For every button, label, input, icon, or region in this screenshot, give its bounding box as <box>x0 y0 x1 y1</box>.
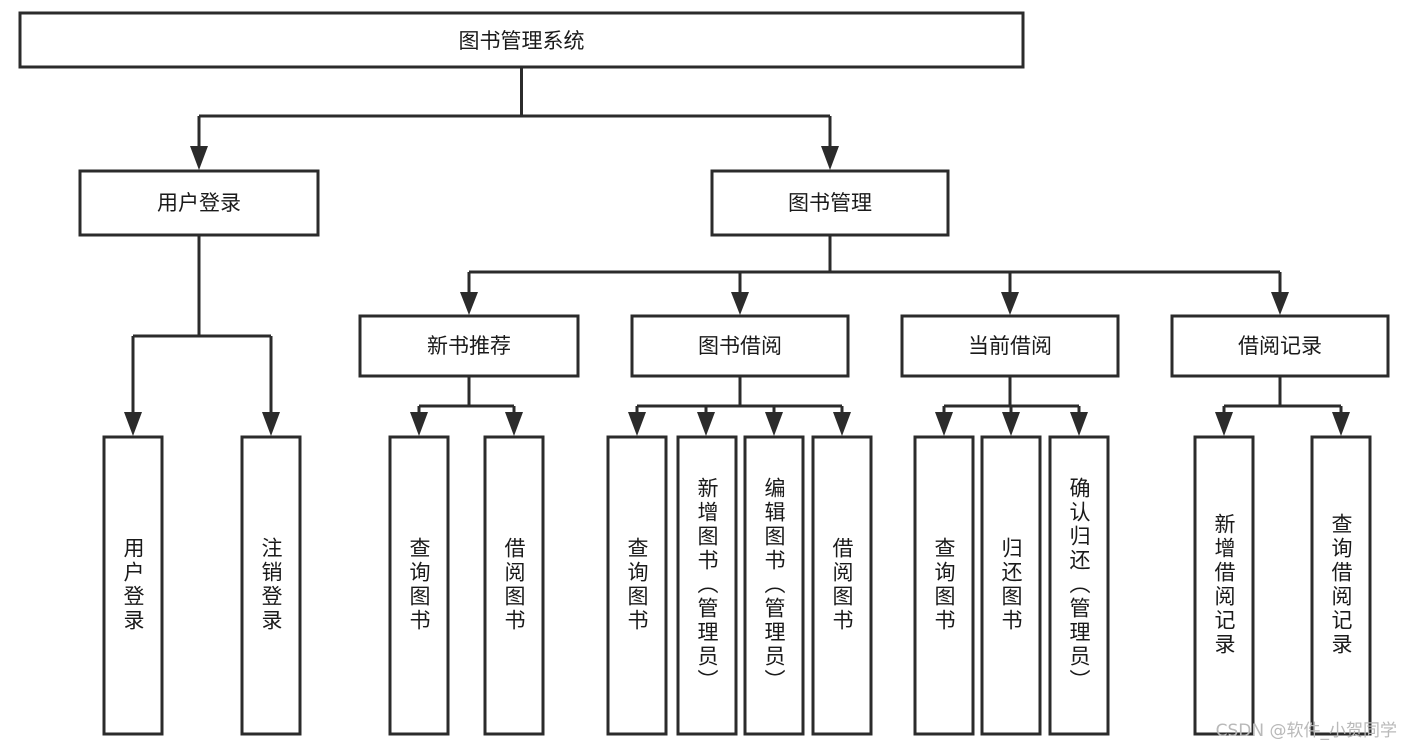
node-book-borrow-label: 图书借阅 <box>698 334 782 358</box>
node-book-management-label: 图书管理 <box>788 191 872 215</box>
leaf-label-layer: 用户登录 注销登录 查询图书 借阅图书 查询图书 新增图书（管理员） 编辑图书（… <box>121 477 1353 693</box>
node-leaf-query-book-1-box[interactable] <box>388 435 450 736</box>
node-book-borrow-box[interactable] <box>630 314 850 378</box>
arrow-head-leaf-confirm-return <box>1070 412 1088 436</box>
node-leaf-confirm-return-box[interactable] <box>1048 435 1110 736</box>
node-new-book-recommend[interactable]: 新书推荐 <box>358 314 580 378</box>
arrow-head-user-login <box>190 146 208 170</box>
arrow-head-leaf-add-book <box>697 412 715 436</box>
node-borrow-record-label: 借阅记录 <box>1238 334 1322 358</box>
node-leaf-borrow-book-1-box[interactable] <box>483 435 545 736</box>
arrow-head-leaf-query-record <box>1332 412 1350 436</box>
node-root-box[interactable] <box>18 11 1025 69</box>
node-leaf-return-book-label: 归还图书 <box>999 537 1023 633</box>
arrow-head-new-book-recommend <box>460 292 478 315</box>
connector-layer <box>124 67 1350 436</box>
node-leaf-add-book-label: 新增图书（管理员） <box>695 477 719 693</box>
node-leaf-borrow-book-2-label: 借阅图书 <box>830 537 854 633</box>
node-current-borrow-label: 当前借阅 <box>968 334 1052 358</box>
leaf-node-layer <box>102 435 1372 736</box>
node-user-login-label: 用户登录 <box>157 191 241 215</box>
node-leaf-add-record-box[interactable] <box>1193 435 1255 736</box>
node-borrow-record[interactable]: 借阅记录 <box>1170 314 1390 378</box>
node-leaf-confirm-return-label: 确认归还（管理员） <box>1067 477 1091 693</box>
node-leaf-query-book-3-label: 查询图书 <box>932 537 956 633</box>
arrow-head-leaf-user-login <box>124 412 142 436</box>
node-borrow-record-box[interactable] <box>1170 314 1390 378</box>
node-leaf-query-record-box[interactable] <box>1310 435 1372 736</box>
node-user-login-box[interactable] <box>78 169 320 237</box>
arrow-head-leaf-add-record <box>1215 412 1233 436</box>
arrow-head-leaf-query-book-2 <box>628 412 646 436</box>
arrow-head-borrow-record <box>1271 292 1289 315</box>
node-leaf-query-book-2-box[interactable] <box>606 435 668 736</box>
node-leaf-user-logout-box[interactable] <box>240 435 302 736</box>
node-book-management-box[interactable] <box>710 169 950 237</box>
arrow-head-leaf-borrow-book-1 <box>505 412 523 436</box>
node-leaf-query-book-2-label: 查询图书 <box>625 537 649 633</box>
arrow-head-leaf-borrow-book-2 <box>833 412 851 436</box>
node-current-borrow[interactable]: 当前借阅 <box>900 314 1120 378</box>
node-new-book-recommend-label: 新书推荐 <box>427 334 511 358</box>
node-leaf-query-record-label: 查询借阅记录 <box>1329 513 1353 657</box>
node-root-label: 图书管理系统 <box>459 29 585 53</box>
node-root[interactable]: 图书管理系统 <box>18 11 1025 69</box>
node-new-book-recommend-box[interactable] <box>358 314 580 378</box>
arrow-head-current-borrow <box>1001 292 1019 315</box>
node-leaf-user-login-label: 用户登录 <box>121 537 145 633</box>
node-leaf-user-logout-label: 注销登录 <box>259 537 283 633</box>
node-leaf-borrow-book-1-label: 借阅图书 <box>502 537 526 633</box>
node-leaf-query-book-1-label: 查询图书 <box>407 537 431 633</box>
node-leaf-add-book-box[interactable] <box>676 435 738 736</box>
arrow-head-leaf-user-logout <box>262 412 280 436</box>
node-book-management[interactable]: 图书管理 <box>710 169 950 237</box>
arrow-head-leaf-query-book-3 <box>935 412 953 436</box>
arrow-head-book-management <box>821 146 839 170</box>
node-user-login[interactable]: 用户登录 <box>78 169 320 237</box>
arrow-head-leaf-edit-book <box>765 412 783 436</box>
node-current-borrow-box[interactable] <box>900 314 1120 378</box>
arrow-head-book-borrow <box>731 292 749 315</box>
node-leaf-add-record-label: 新增借阅记录 <box>1212 513 1236 657</box>
arrow-head-leaf-query-book-1 <box>410 412 428 436</box>
arrow-head-leaf-return-book <box>1002 412 1020 436</box>
node-leaf-query-book-3-box[interactable] <box>913 435 975 736</box>
node-leaf-return-book-box[interactable] <box>980 435 1042 736</box>
node-leaf-user-login-box[interactable] <box>102 435 164 736</box>
node-leaf-borrow-book-2-box[interactable] <box>811 435 873 736</box>
node-book-borrow[interactable]: 图书借阅 <box>630 314 850 378</box>
node-leaf-edit-book-box[interactable] <box>743 435 805 736</box>
node-leaf-edit-book-label: 编辑图书（管理员） <box>762 477 786 693</box>
